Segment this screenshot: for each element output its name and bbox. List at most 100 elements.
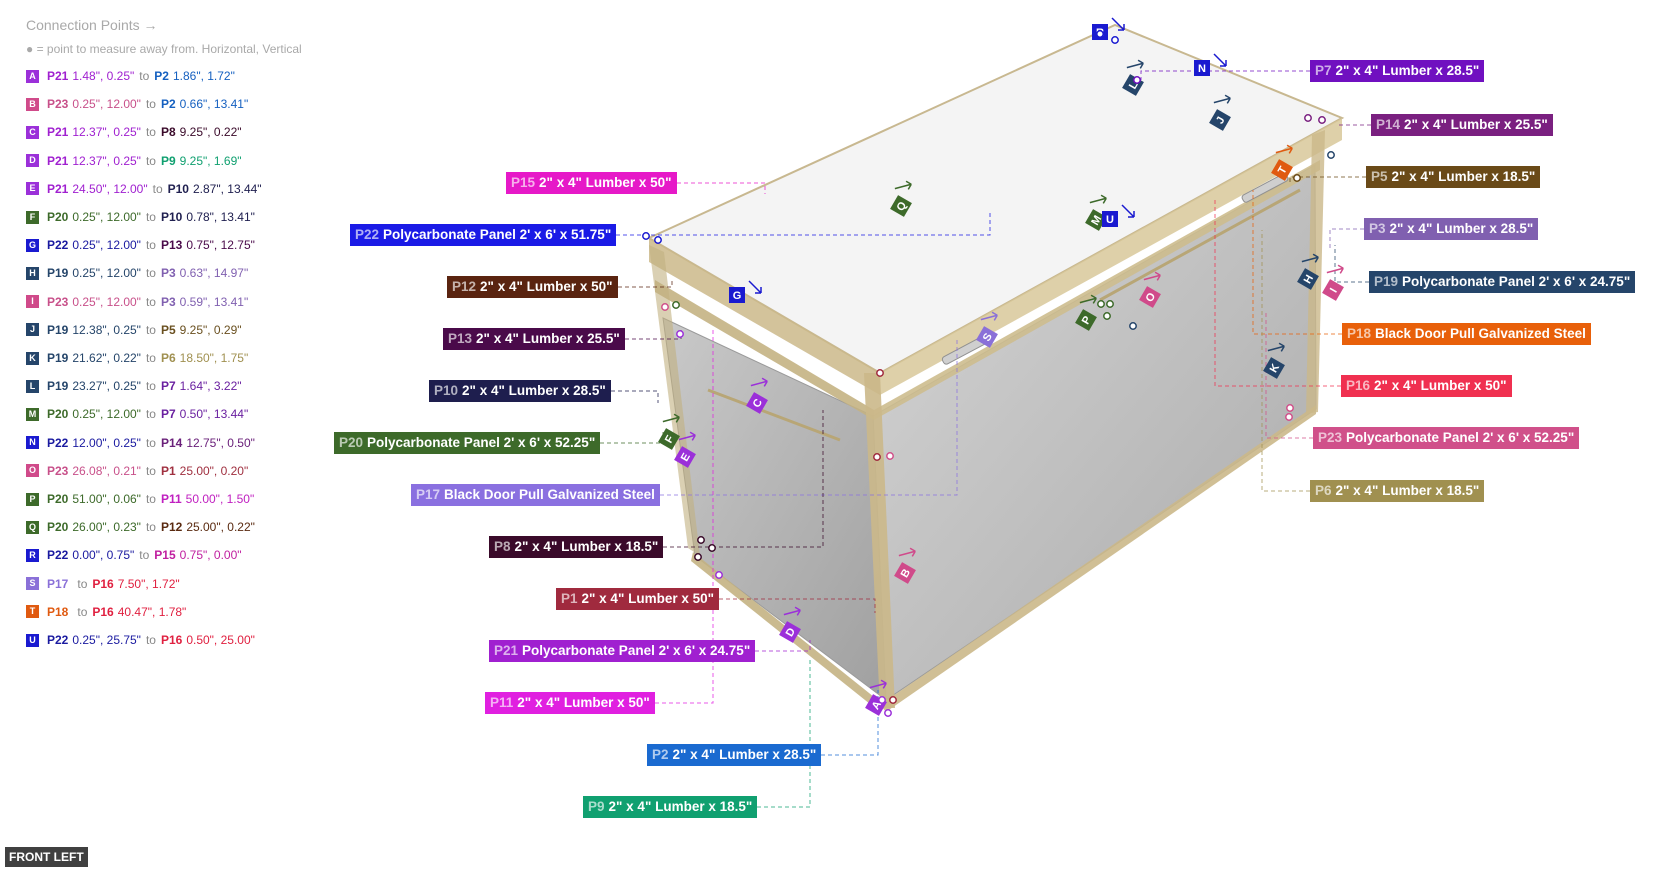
arrow-icon bbox=[1126, 59, 1144, 69]
marker-f[interactable]: F bbox=[653, 411, 688, 450]
part-id: P23 bbox=[1318, 430, 1343, 445]
marker-g[interactable]: G bbox=[729, 280, 762, 303]
marker-badge bbox=[1194, 60, 1210, 76]
marker-i[interactable]: I bbox=[1317, 262, 1352, 301]
from-measurement: 0.25", 12.00" bbox=[72, 266, 141, 281]
marker-k[interactable]: K bbox=[1258, 340, 1293, 379]
from-part-id: P20 bbox=[47, 210, 69, 224]
marker-t[interactable]: T bbox=[1266, 142, 1301, 181]
part-name: 2" x 4" Lumber x 18.5" bbox=[1391, 169, 1536, 184]
to-measurement: 0.66", 13.41" bbox=[179, 97, 249, 112]
connection-badge: H bbox=[26, 266, 39, 280]
marker-m[interactable]: M bbox=[1080, 192, 1115, 231]
part-id: P22 bbox=[355, 227, 380, 242]
marker-o[interactable]: O bbox=[1134, 269, 1169, 308]
arrow-icon bbox=[898, 547, 916, 557]
marker-badge bbox=[1139, 286, 1161, 308]
mid-rail-front bbox=[1099, 188, 1301, 302]
marker-c[interactable]: C bbox=[741, 375, 776, 414]
marker-s[interactable]: S bbox=[971, 309, 1006, 348]
part-id: P7 bbox=[1315, 63, 1332, 78]
arrow-icon bbox=[662, 413, 680, 423]
view-name-label[interactable]: FRONT LEFT bbox=[5, 847, 88, 867]
leader-line-p18 bbox=[1252, 190, 1342, 335]
marker-q[interactable]: Q bbox=[885, 178, 920, 217]
arrow-icon bbox=[783, 606, 801, 616]
from-measurement: 0.25", 12.00" bbox=[72, 407, 141, 422]
marker-b[interactable]: B bbox=[889, 545, 924, 584]
measure-point bbox=[708, 544, 716, 552]
connector-word: to bbox=[145, 322, 156, 337]
marker-d[interactable]: D bbox=[774, 604, 809, 643]
marker-badge bbox=[890, 195, 912, 217]
connection-badge: B bbox=[26, 97, 39, 111]
connection-badge: L bbox=[26, 379, 39, 393]
part-name: 2" x 4" Lumber x 50" bbox=[517, 695, 650, 710]
measure-point bbox=[873, 453, 881, 461]
measure-point bbox=[1304, 114, 1312, 122]
to-measurement: 40.47", 1.78" bbox=[117, 604, 187, 619]
measure-point bbox=[694, 553, 702, 561]
mid-rail-left bbox=[707, 388, 841, 442]
part-name: Polycarbonate Panel 2' x 6' x 52.25" bbox=[367, 435, 596, 450]
marker-h[interactable]: H bbox=[1292, 251, 1327, 290]
connector-word: to bbox=[145, 492, 156, 506]
connection-points-title[interactable]: Connection Points → bbox=[26, 17, 158, 33]
marker-badge bbox=[674, 446, 696, 468]
from-measurement: 0.25", 12.00" bbox=[72, 210, 141, 224]
marker-e[interactable]: E bbox=[669, 429, 704, 468]
from-part-id: P20 bbox=[47, 407, 69, 422]
marker-n[interactable]: N bbox=[1194, 53, 1227, 76]
connection-badge: M bbox=[26, 407, 39, 421]
connector-word: to bbox=[145, 633, 156, 647]
measure-point bbox=[1285, 413, 1293, 421]
arrow-icon bbox=[1121, 204, 1135, 218]
marker-u[interactable]: U bbox=[1102, 204, 1135, 227]
marker-p[interactable]: P bbox=[1070, 292, 1105, 331]
marker-j[interactable]: J bbox=[1204, 92, 1239, 131]
